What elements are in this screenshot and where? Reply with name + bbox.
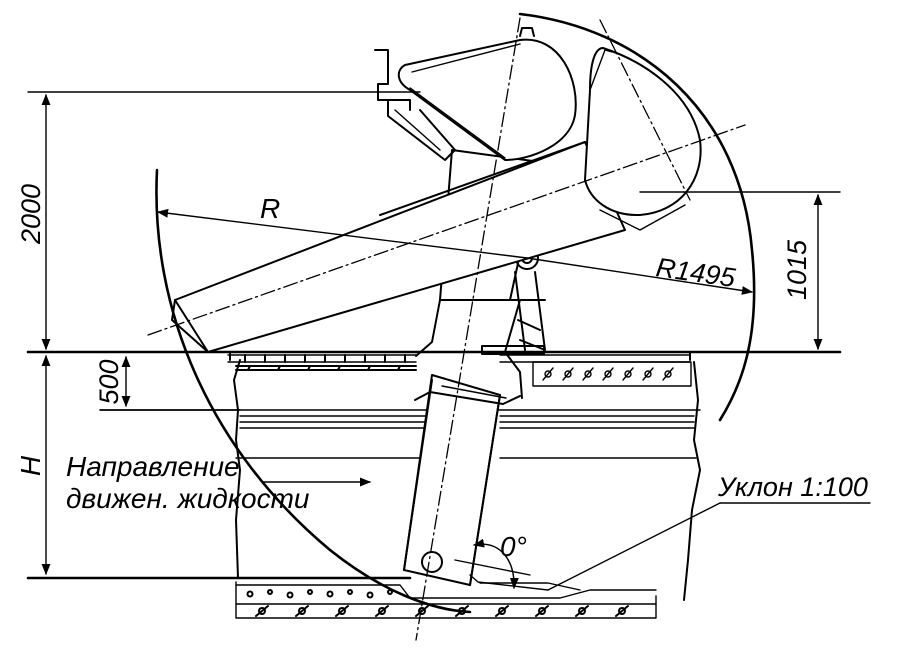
top-bracket: [374, 49, 456, 161]
radius-r1495-arrow: [526, 257, 754, 295]
large-swing-arc: [155, 168, 472, 614]
angle-marker: [454, 538, 531, 590]
label-angle: 0°: [500, 531, 527, 562]
centerline-vertical: [415, 17, 521, 641]
label-500: 500: [94, 359, 124, 404]
label-r1495: R1495: [654, 252, 738, 293]
label-1015: 1015: [782, 239, 812, 300]
dim-1015: [639, 191, 841, 351]
pivot-bracket: [481, 271, 546, 355]
label-h: H: [15, 455, 46, 476]
slab-hatch-left: [235, 354, 417, 371]
right-motor: [584, 47, 702, 231]
left-motor: [397, 27, 577, 161]
label-slope: Уклон 1:100: [717, 472, 868, 502]
centerline-arm: [147, 124, 746, 336]
label-r: R: [260, 193, 280, 224]
large-swing-arc-right: [518, 12, 756, 422]
dim-500: [99, 355, 241, 411]
slope-leader: [479, 502, 871, 591]
channel-bottom: [26, 576, 657, 619]
label-flow-direction-line2: движен. жидкости: [66, 483, 310, 514]
dim-2000: [27, 91, 421, 351]
channel-right-wall: [499, 351, 701, 601]
label-2000: 2000: [16, 184, 46, 245]
label-flow-direction-line1: Направление: [66, 451, 240, 482]
radius-r-arrow: [156, 208, 528, 259]
centerline-right-motor: [599, 19, 691, 201]
slab-hatch-right: [532, 361, 692, 387]
